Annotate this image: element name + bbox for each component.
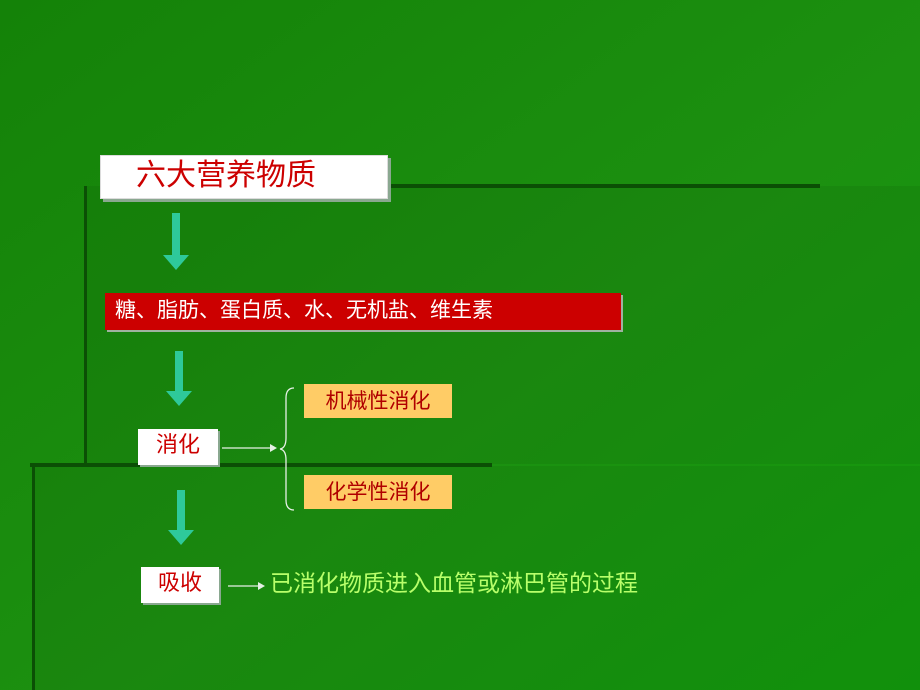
absorption-box: 吸收 [141,567,219,603]
absorption-description: 已消化物质进入血管或淋巴管的过程 [270,571,638,597]
mechanical-digestion-box: 机械性消化 [304,384,452,418]
chemical-digestion-box: 化学性消化 [304,475,452,509]
nutrients-text: 糖、脂肪、蛋白质、水、无机盐、维生素 [115,298,493,322]
down-arrow-icon [166,351,192,406]
absorption-label: 吸收 [157,571,202,596]
right-arrow-icon [222,444,277,452]
decor-line-top [386,184,820,188]
down-arrow-icon [168,490,194,545]
digestion-label: 消化 [155,433,200,458]
title-text: 六大营养物质 [136,158,316,193]
down-arrow-icon [163,213,189,270]
digestion-box: 消化 [138,429,218,465]
right-arrow-icon [228,582,265,590]
chemical-digestion-text: 化学性消化 [325,480,431,504]
title-box: 六大营养物质 [100,155,388,199]
decor-line-left-upper [84,186,87,466]
decor-line-middle [30,463,492,467]
mechanical-digestion-text: 机械性消化 [325,389,431,413]
nutrients-box: 糖、脂肪、蛋白质、水、无机盐、维生素 [105,293,621,330]
decor-line-left-lower [32,466,35,690]
brace-icon [279,387,295,511]
